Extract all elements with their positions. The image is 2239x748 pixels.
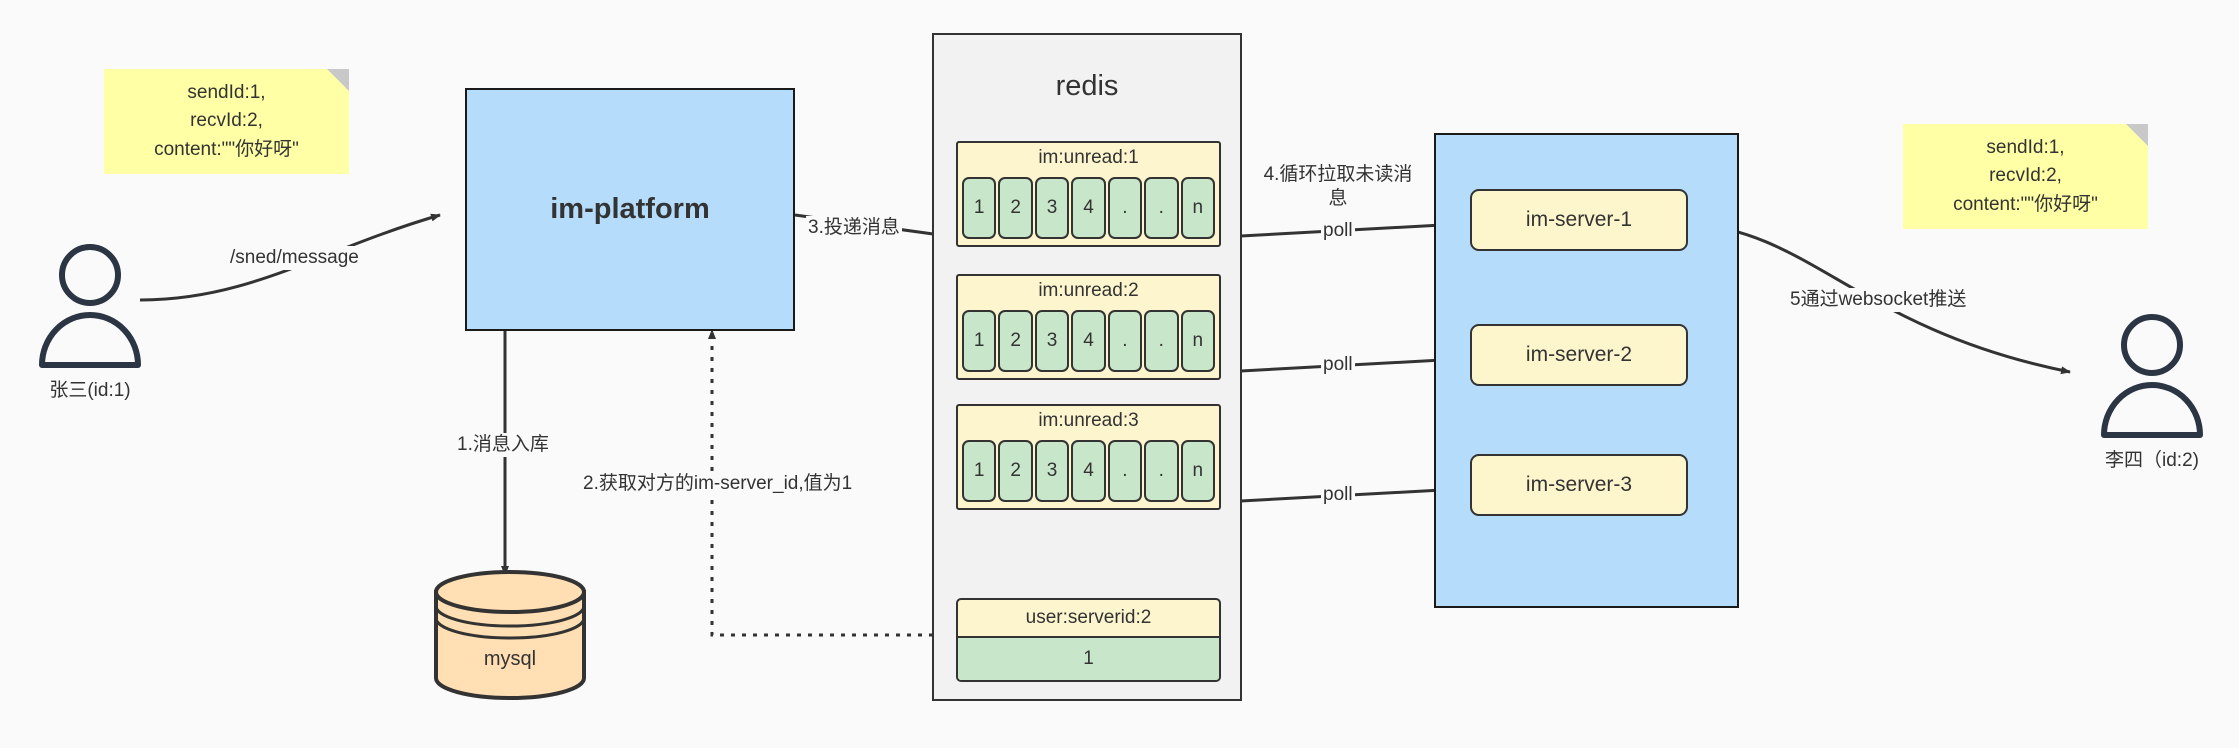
- redis-cell[interactable]: 1: [962, 440, 997, 502]
- redis-cell-row: 1 2 3 4 . . n: [962, 440, 1215, 502]
- note-left-message: sendId:1, recvId:2, content:""你好呀": [104, 69, 349, 174]
- im-server-1-label: im-server-1: [1525, 208, 1633, 231]
- actor-sender: 张三(id:1): [28, 240, 152, 420]
- redis-cell[interactable]: 2: [998, 177, 1033, 239]
- redis-key-label: im:unread:3: [1038, 410, 1139, 431]
- redis-cell-row: 1 2 3 4 . . n: [962, 177, 1215, 239]
- redis-cell[interactable]: 4: [1071, 310, 1106, 372]
- edge-label-send-message: /sned/message: [228, 246, 361, 270]
- redis-cell[interactable]: n: [1180, 310, 1215, 372]
- edge-label-step5: 5通过websocket推送: [1788, 288, 1969, 312]
- redis-kv-value: 1: [958, 638, 1219, 680]
- redis-cell[interactable]: 3: [1034, 177, 1070, 239]
- redis-title: redis: [1055, 70, 1119, 102]
- redis-cell[interactable]: 4: [1071, 440, 1106, 502]
- redis-cell[interactable]: 2: [998, 440, 1033, 502]
- actor-receiver: 李四（id:2): [2090, 310, 2214, 490]
- edge-label-step3: 3.投递消息: [806, 216, 902, 240]
- redis-cell[interactable]: .: [1144, 440, 1179, 502]
- edge-label-step2: 2.获取对方的im-server_id,值为1: [581, 472, 855, 496]
- im-server-3-box[interactable]: im-server-3: [1470, 454, 1688, 516]
- edge-label-poll-2: poll: [1321, 353, 1355, 377]
- im-server-3-label: im-server-3: [1525, 473, 1633, 496]
- note-fold-icon: [2126, 124, 2148, 146]
- redis-cell[interactable]: 1: [962, 310, 997, 372]
- redis-key-label: im:unread:1: [1038, 147, 1139, 168]
- redis-kv-key: user:serverid:2: [958, 600, 1219, 639]
- edge-label-poll-1: poll: [1321, 219, 1355, 243]
- mysql-cylinder[interactable]: mysql: [430, 570, 590, 700]
- redis-cell[interactable]: .: [1107, 177, 1143, 239]
- redis-cell[interactable]: 4: [1071, 177, 1106, 239]
- redis-cell[interactable]: 2: [998, 310, 1033, 372]
- note-left-text: sendId:1, recvId:2, content:""你好呀": [154, 81, 299, 160]
- actor-receiver-label: 李四（id:2): [2105, 450, 2199, 471]
- actor-sender-label: 张三(id:1): [49, 380, 131, 401]
- im-server-cluster: im-server-1 im-server-2 im-server-3: [1434, 133, 1739, 608]
- redis-kv-group[interactable]: user:serverid:2 1: [956, 598, 1221, 682]
- note-fold-icon: [327, 69, 349, 91]
- redis-key-group-1[interactable]: im:unread:1 1 2 3 4 . . n: [956, 141, 1221, 247]
- redis-key-label: im:unread:2: [1038, 280, 1139, 301]
- mysql-label: mysql: [484, 648, 536, 670]
- redis-cell[interactable]: .: [1107, 310, 1143, 372]
- redis-cell[interactable]: .: [1144, 177, 1179, 239]
- redis-key-group-3[interactable]: im:unread:3 1 2 3 4 . . n: [956, 404, 1221, 510]
- redis-cell[interactable]: .: [1144, 310, 1179, 372]
- im-platform-label: im-platform: [550, 193, 710, 225]
- redis-cell[interactable]: n: [1180, 440, 1215, 502]
- edge-label-step1: 1.消息入库: [455, 433, 551, 457]
- edge-label-poll-3: poll: [1321, 483, 1355, 507]
- im-platform-box[interactable]: im-platform: [465, 88, 795, 331]
- database-icon: mysql: [434, 570, 586, 700]
- redis-cell-row: 1 2 3 4 . . n: [962, 310, 1215, 372]
- note-right-text: sendId:1, recvId:2, content:""你好呀": [1953, 136, 2098, 215]
- redis-cell[interactable]: 3: [1034, 310, 1070, 372]
- person-icon: [39, 244, 141, 368]
- im-server-2-label: im-server-2: [1525, 343, 1633, 366]
- redis-cell[interactable]: n: [1180, 177, 1215, 239]
- im-server-1-box[interactable]: im-server-1: [1470, 189, 1688, 251]
- redis-container: redis im:unread:1 1 2 3 4 . . n im:unrea…: [932, 33, 1242, 701]
- redis-cell[interactable]: 1: [962, 177, 997, 239]
- im-server-2-box[interactable]: im-server-2: [1470, 324, 1688, 386]
- redis-cell[interactable]: 3: [1034, 440, 1070, 502]
- redis-cell[interactable]: .: [1107, 440, 1143, 502]
- person-icon: [2101, 314, 2203, 438]
- redis-key-group-2[interactable]: im:unread:2 1 2 3 4 . . n: [956, 274, 1221, 380]
- note-right-message: sendId:1, recvId:2, content:""你好呀": [1903, 124, 2148, 229]
- edge-label-step4: 4.循环拉取未读消 息: [1256, 163, 1420, 211]
